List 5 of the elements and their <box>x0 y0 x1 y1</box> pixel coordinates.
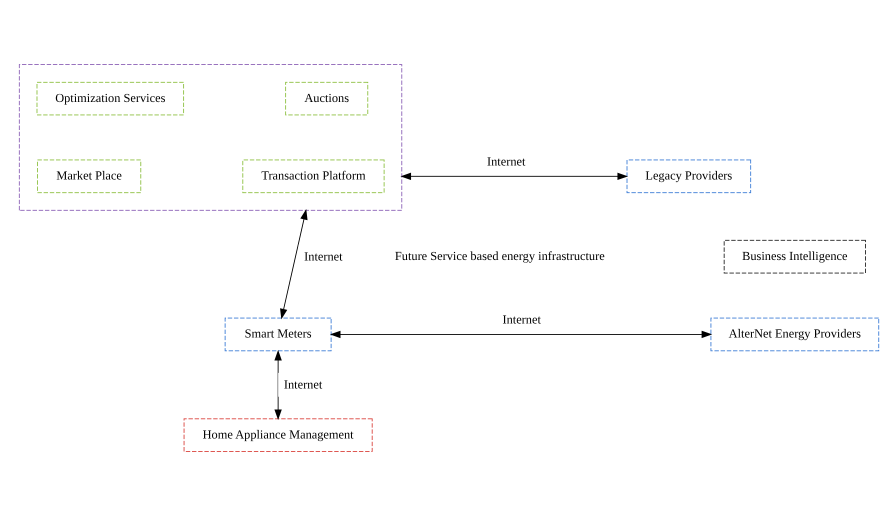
label: Future Service based energy infrastructure <box>394 248 605 262</box>
edge-label: Internet <box>284 376 322 391</box>
edge-label: Internet <box>502 312 541 326</box>
edge-label: Internet <box>304 248 343 263</box>
edge-label: Internet <box>487 154 526 168</box>
